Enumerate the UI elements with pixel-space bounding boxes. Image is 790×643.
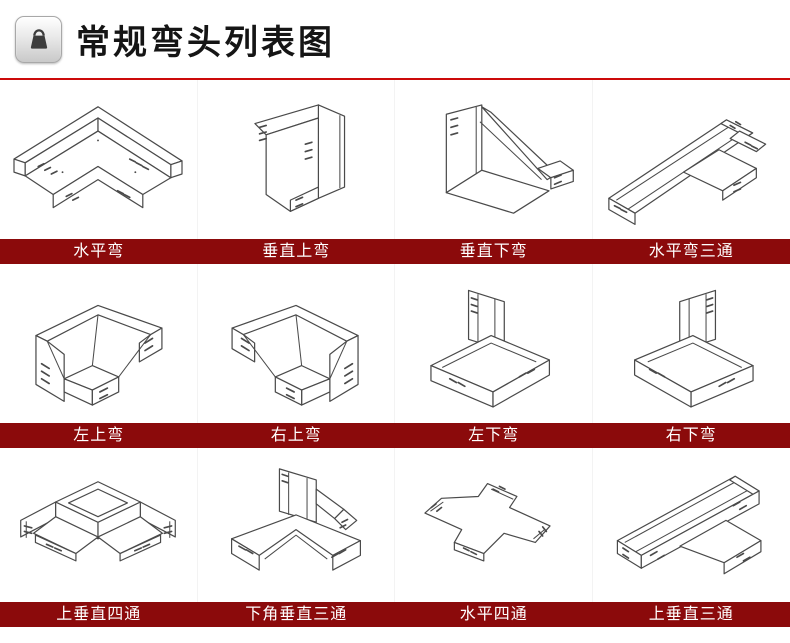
page-title: 常规弯头列表图	[76, 23, 335, 62]
left-down-bend-drawing	[430, 289, 551, 408]
fitting-label: 垂直上弯	[262, 243, 331, 260]
drawings-row-1	[0, 80, 790, 239]
cell-left-up-bend	[0, 264, 198, 423]
fitting-label: 右下弯	[665, 427, 717, 444]
fitting-label: 右上弯	[270, 427, 322, 444]
vertical-up-bend-drawing	[254, 103, 345, 212]
cell-up-vertical-tee	[593, 448, 790, 602]
horizontal-bend-drawing	[13, 105, 183, 208]
fitting-label: 水平弯	[73, 243, 125, 260]
labels-row-2: 左上弯 右上弯 左下弯 右下弯	[0, 423, 790, 448]
cell-vertical-down-bend	[395, 80, 593, 239]
red-divider	[0, 78, 790, 80]
fitting-label: 上垂直四通	[56, 606, 142, 623]
fitting-label: 水平弯三通	[648, 243, 734, 260]
cell-horizontal-bend	[0, 80, 198, 239]
drawings-row-3	[0, 448, 790, 602]
cell-horizontal-cross	[395, 448, 593, 602]
cell-horizontal-bend-tee	[593, 80, 790, 239]
labels-row-1: 水平弯 垂直上弯 垂直下弯 水平弯三通	[0, 239, 790, 264]
cell-right-up-bend	[198, 264, 395, 423]
bag-icon-glyph	[30, 29, 47, 49]
drawings-row-2	[0, 264, 790, 423]
right-down-bend-drawing	[634, 289, 754, 408]
labels-row-3: 上垂直四通 下角垂直三通 水平四通 上垂直三通	[0, 602, 790, 627]
cell-bottom-corner-vertical-tee	[198, 448, 395, 602]
horizontal-cross-drawing	[424, 483, 551, 562]
fitting-label: 下角垂直三通	[245, 606, 348, 623]
up-vertical-tee-drawing	[617, 475, 762, 575]
fitting-label: 左上弯	[73, 427, 125, 444]
fitting-label: 上垂直三通	[648, 606, 734, 623]
right-up-bend-drawing	[231, 304, 359, 406]
up-vertical-cross-drawing	[20, 481, 177, 562]
cell-right-down-bend	[593, 264, 790, 423]
left-up-bend-drawing	[35, 304, 163, 406]
cell-left-down-bend	[395, 264, 593, 423]
bottom-margin	[0, 627, 790, 643]
vertical-down-bend-drawing	[445, 103, 575, 214]
cell-vertical-up-bend	[198, 80, 395, 239]
horizontal-bend-tee-drawing	[608, 118, 767, 225]
fitting-label: 水平四通	[459, 606, 528, 623]
cell-up-vertical-cross	[0, 448, 198, 602]
bag-lock-icon	[15, 15, 62, 63]
bottom-corner-vertical-tee-drawing	[230, 468, 361, 571]
fitting-label: 垂直下弯	[459, 243, 528, 260]
page-header: 常规弯头列表图	[0, 0, 790, 78]
fitting-label: 左下弯	[468, 427, 520, 444]
